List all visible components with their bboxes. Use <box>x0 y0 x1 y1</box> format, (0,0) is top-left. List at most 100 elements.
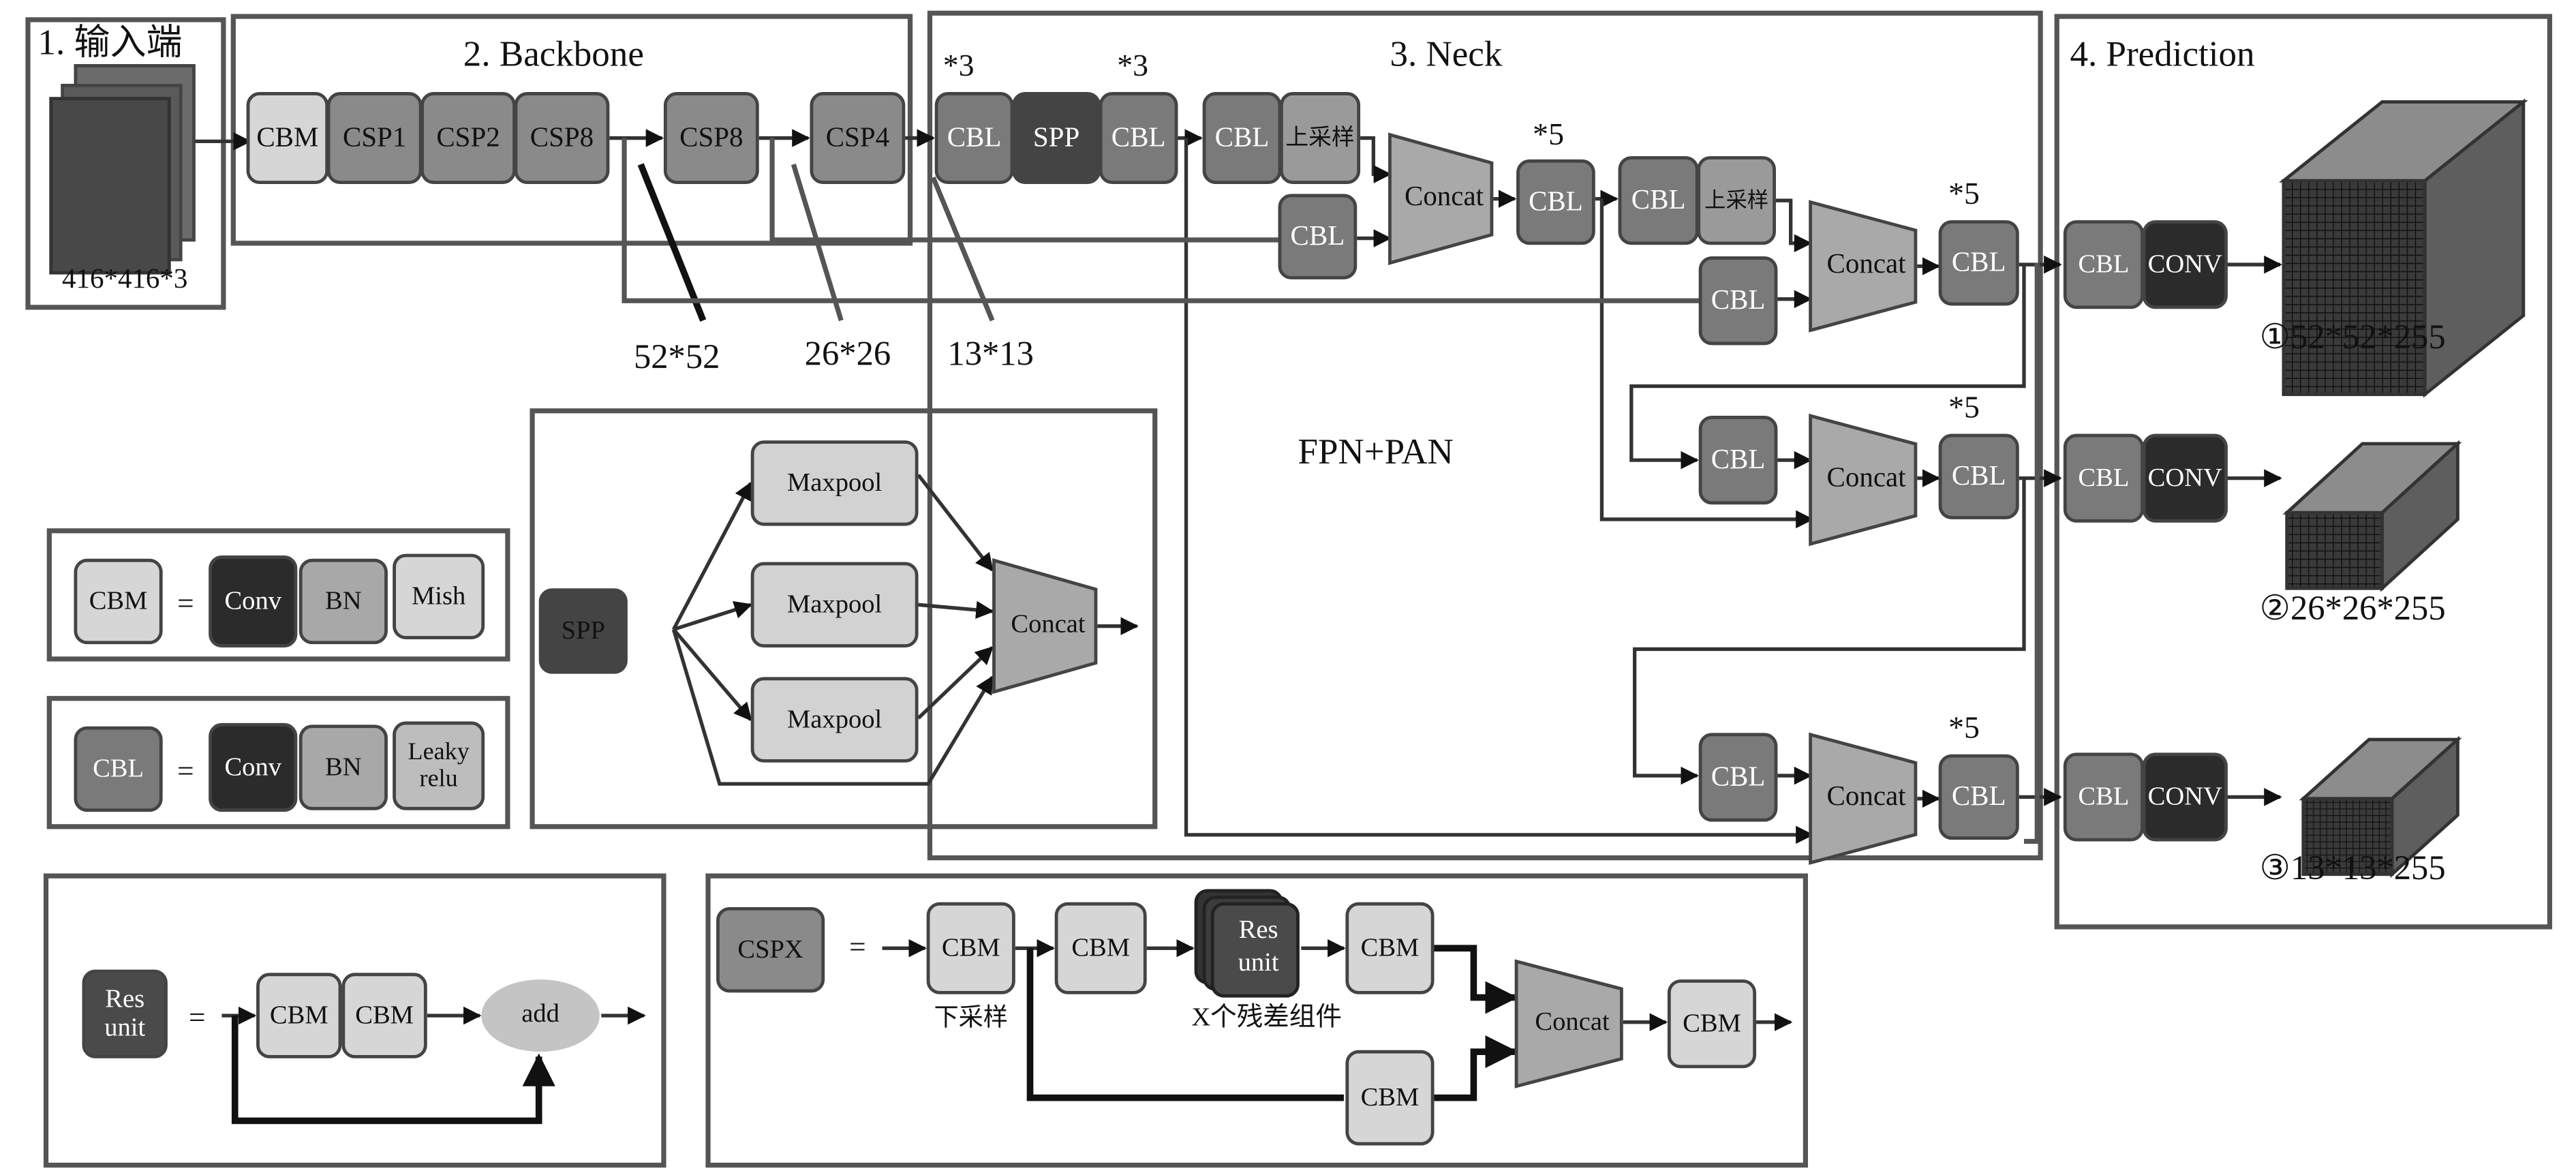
cspx-cbm-after-res-label: CBM <box>1361 934 1420 962</box>
spp-maxpool-2-label: Maxpool <box>787 590 882 619</box>
pred-head-3-conv[interactable]: CONV <box>2142 752 2228 842</box>
neck-cbl-top-3[interactable]: CBL <box>1202 92 1282 185</box>
cspx-cbm-shortcut[interactable]: CBM <box>1345 1050 1435 1146</box>
repeat-label-out-2: *5 <box>1948 389 1980 424</box>
neck-cbl-lateral-2[interactable]: CBL <box>1698 256 1778 346</box>
res-unit-cbm-2-shape <box>341 973 427 1058</box>
backbone-csp8-b-label: CSP8 <box>679 121 743 152</box>
cspx-concat[interactable]: Concat <box>1514 959 1623 1088</box>
neck-cbl-pan-1[interactable]: CBL <box>1698 416 1778 505</box>
backbone-csp8-a[interactable]: CSP8 <box>514 92 610 185</box>
res-unit-cbm-2[interactable]: CBM <box>341 973 427 1058</box>
repeat-label-out-3: *5 <box>1948 710 1980 745</box>
neck-cbl-pan-2[interactable]: CBL <box>1698 733 1778 822</box>
scale-label-26: 26*26 <box>805 334 891 372</box>
spp-legend-node-label: SPP <box>562 616 605 645</box>
spp-legend-node-shape <box>538 588 628 674</box>
spp-maxpool-1-label: Maxpool <box>787 468 882 497</box>
neck-concat-4[interactable]: Concat <box>1809 732 1918 866</box>
neck-cbl-out-3[interactable]: CBL <box>1938 754 2019 840</box>
neck-concat-1-label: Concat <box>1405 180 1484 211</box>
neck-spp[interactable]: SPP <box>1011 92 1101 185</box>
neck-cbl-top-2[interactable]: CBL <box>1099 92 1178 185</box>
backbone-csp8-a-shape <box>514 92 610 185</box>
neck-concat-2[interactable]: Concat <box>1809 200 1918 333</box>
neck-concat-1-shape <box>1388 132 1494 265</box>
spp-maxpool-2-shape <box>750 562 919 648</box>
cbm-legend-name[interactable]: CBM <box>74 558 163 645</box>
cspx-cbm-2-shape <box>1054 902 1147 994</box>
cbm-legend-name-shape <box>74 558 163 645</box>
spp-legend-concat-label: Concat <box>1011 610 1086 639</box>
cbl-legend-bn-label: BN <box>325 752 362 781</box>
pred-head-3-cbl[interactable]: CBL <box>2063 752 2144 842</box>
wire-26-lateral <box>769 138 1278 243</box>
cbm-legend-conv[interactable]: Conv <box>209 555 298 648</box>
neck-cbl-out-2[interactable]: CBL <box>1938 433 2019 519</box>
neck-cbl-top-1[interactable]: CBL <box>934 92 1014 185</box>
cspx-res-unit-label-line2: unit <box>1238 948 1279 977</box>
pred-head-1-cbl[interactable]: CBL <box>2063 220 2144 309</box>
cspx-cbm-2[interactable]: CBM <box>1054 902 1147 994</box>
cbl-legend-conv[interactable]: Conv <box>209 722 298 812</box>
neck-concat-3[interactable]: Concat <box>1809 413 1918 547</box>
neck-cbl-lateral-1[interactable]: CBL <box>1278 194 1358 279</box>
cspx-cbm-downsample-label: CBM <box>942 934 1000 962</box>
backbone-csp8-b[interactable]: CSP8 <box>663 92 759 185</box>
neck-cbl-mid-2[interactable]: CBL <box>1618 156 1699 245</box>
backbone-csp1[interactable]: CSP1 <box>326 92 423 185</box>
res-unit-cbm-1[interactable]: CBM <box>256 973 342 1058</box>
neck-cbl-mid-2-label: CBL <box>1631 183 1686 215</box>
cbm-legend-bn[interactable]: BN <box>298 558 388 645</box>
wire-spp-to-maxpool-2 <box>673 600 753 632</box>
pred-head-1-conv-shape <box>2142 220 2228 309</box>
cbm-legend-bn-shape <box>298 558 388 645</box>
cbl-legend-name-label: CBL <box>93 754 144 783</box>
neck-cbl-pan-2-shape <box>1698 733 1778 822</box>
backbone-csp2[interactable]: CSP2 <box>420 92 516 185</box>
cbm-legend-bn-label: BN <box>325 587 362 615</box>
neck-concat-1[interactable]: Concat <box>1388 132 1494 265</box>
cbl-legend-bn[interactable]: BN <box>298 724 388 810</box>
cspx-legend-name[interactable]: CSPX <box>716 906 825 993</box>
cbl-legend-bn-shape <box>298 724 388 810</box>
neck-cbl-mid-1[interactable]: CBL <box>1516 159 1595 245</box>
pred-head-2-conv[interactable]: CONV <box>2142 433 2228 523</box>
neck-cbl-lateral-1-label: CBL <box>1291 219 1345 251</box>
pred-head-2-cbl[interactable]: CBL <box>2063 433 2144 523</box>
cspx-cbm-downsample[interactable]: CBM <box>926 902 1015 994</box>
spp-maxpool-3[interactable]: Maxpool <box>750 677 919 763</box>
res-unit-legend-name-shape <box>82 969 168 1058</box>
wire-spp-bypass <box>671 628 994 786</box>
neck-upsample-1[interactable]: 上采样 <box>1279 92 1361 185</box>
cspx-cbm-out[interactable]: CBM <box>1667 979 1757 1069</box>
wire-cspx-shortcut <box>1026 948 1344 1101</box>
wire-out2-down <box>1633 476 2026 785</box>
cbm-legend-frame <box>46 528 510 662</box>
neck-cbl-top-2-label: CBL <box>1111 121 1166 152</box>
cbm-legend-mish[interactable]: Mish <box>393 553 485 639</box>
spp-maxpool-2[interactable]: Maxpool <box>750 562 919 648</box>
backbone-csp4-label: CSP4 <box>826 121 889 152</box>
cbl-legend-name[interactable]: CBL <box>74 726 163 812</box>
spp-legend-concat[interactable]: Concat <box>992 558 1098 695</box>
spp-legend-node[interactable]: SPP <box>538 588 628 674</box>
pred-head-1-conv[interactable]: CONV <box>2142 220 2228 309</box>
backbone-cbm[interactable]: CBM <box>246 92 329 185</box>
neck-cbl-mid-1-shape <box>1516 159 1595 245</box>
spp-maxpool-1-shape <box>750 440 919 526</box>
cspx-concat-shape <box>1514 959 1623 1088</box>
res-unit-add-node[interactable]: add <box>481 979 600 1052</box>
spp-maxpool-1[interactable]: Maxpool <box>750 440 919 526</box>
wire-up2-to-concat2 <box>1775 198 1813 253</box>
cspx-cbm-after-res[interactable]: CBM <box>1345 902 1435 994</box>
cspx-legend-equals: = <box>849 930 865 963</box>
neck-concat-2-label: Concat <box>1827 247 1907 279</box>
backbone-csp4[interactable]: CSP4 <box>810 92 906 185</box>
neck-upsample-2[interactable]: 上采样 <box>1697 156 1776 245</box>
wire-spp-to-maxpool-1 <box>672 481 753 630</box>
neck-cbl-out-1[interactable]: CBL <box>1938 220 2019 306</box>
